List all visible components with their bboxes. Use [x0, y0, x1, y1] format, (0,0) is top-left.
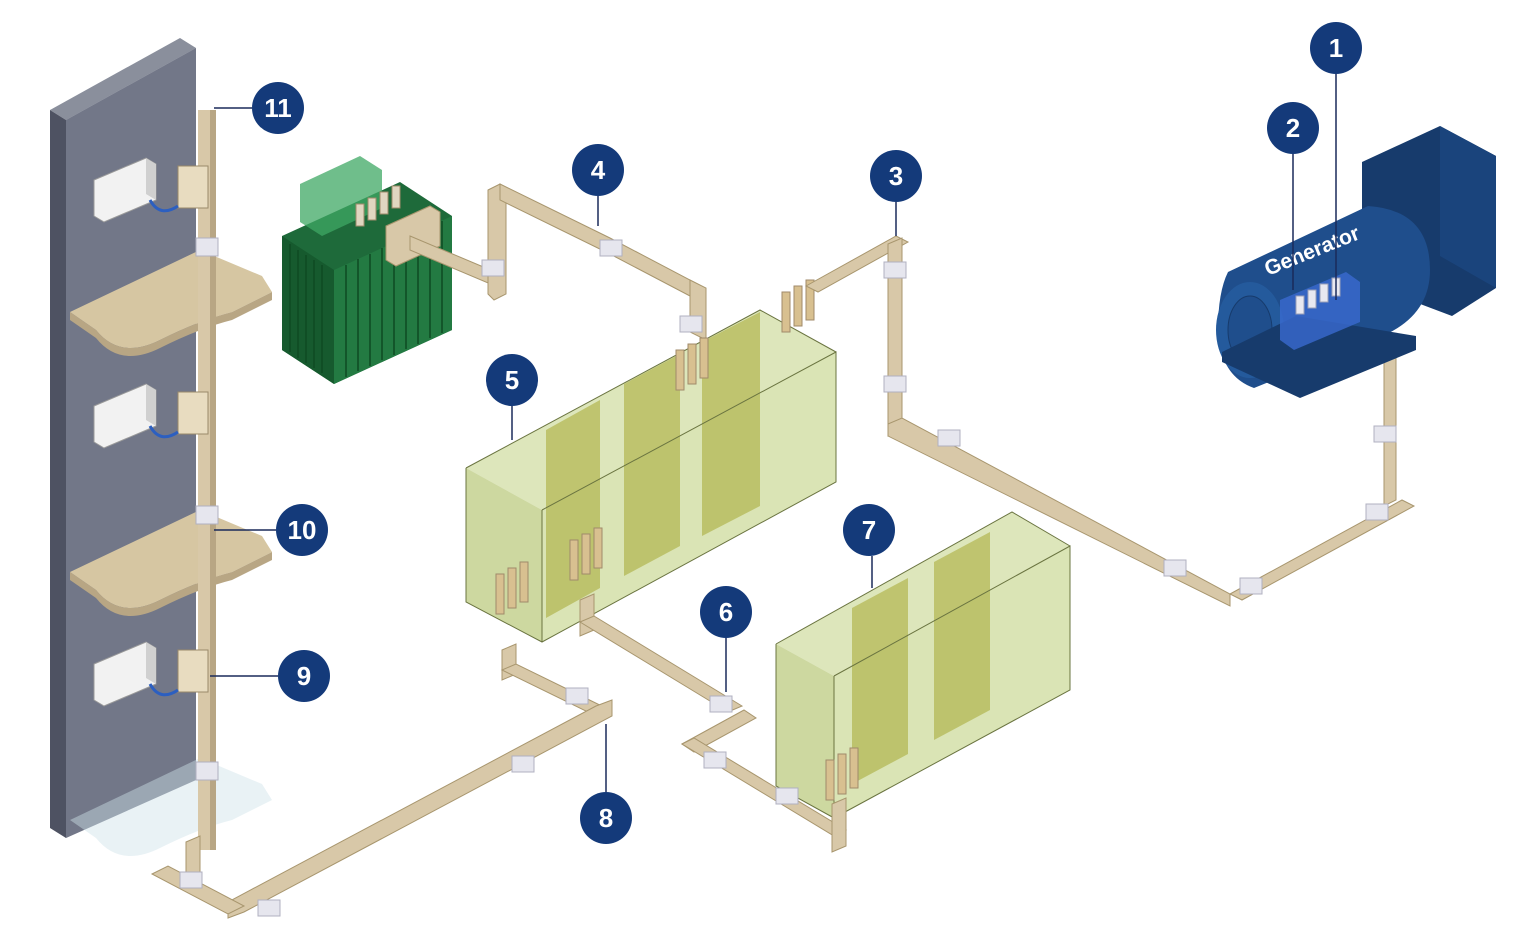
callout-1-label: 1	[1329, 33, 1343, 63]
meter-box-floor-2	[93, 383, 157, 449]
callout-8: 8	[580, 792, 632, 844]
callout-4-label: 4	[591, 155, 606, 185]
meter-box-floor-3	[93, 157, 157, 223]
callout-3-label: 3	[889, 161, 903, 191]
callout-5: 5	[486, 354, 538, 406]
tapoff-box-floor-2	[148, 391, 209, 439]
generator-icon: Generator	[1216, 126, 1496, 398]
switchgear-icon	[465, 279, 837, 643]
floor-slab-upper	[70, 250, 272, 356]
wall-icon	[50, 38, 196, 838]
floor-slab-lower	[70, 758, 272, 856]
tapoff-box-floor-1	[148, 649, 209, 697]
callout-2: 2	[1267, 102, 1319, 154]
callout-2-label: 2	[1286, 113, 1300, 143]
callout-9-label: 9	[297, 661, 311, 691]
callout-6-label: 6	[719, 597, 733, 627]
switchgear-secondary	[775, 511, 1071, 819]
callout-10-label: 10	[288, 515, 317, 545]
callout-4: 4	[572, 144, 624, 196]
callout-11: 11	[252, 82, 304, 134]
callout-3: 3	[870, 150, 922, 202]
transformer-icon	[282, 156, 452, 384]
callout-9: 9	[278, 650, 330, 702]
callout-5-label: 5	[505, 365, 519, 395]
riser-busduct	[195, 110, 219, 850]
busduct-icon	[385, 183, 707, 341]
callout-7: 7	[843, 504, 895, 556]
busduct-feeder-runs	[150, 593, 848, 919]
floor-slab-middle	[70, 510, 272, 616]
callout-6: 6	[700, 586, 752, 638]
callout-1: 1	[1310, 22, 1362, 74]
callout-7-label: 7	[862, 515, 876, 545]
callout-11-label: 11	[264, 93, 292, 123]
meter-box-floor-1	[93, 641, 157, 707]
callout-10: 10	[276, 504, 328, 556]
leader-lines	[210, 74, 1337, 792]
tapoff-box-icon	[148, 165, 209, 213]
callout-8-label: 8	[599, 803, 613, 833]
